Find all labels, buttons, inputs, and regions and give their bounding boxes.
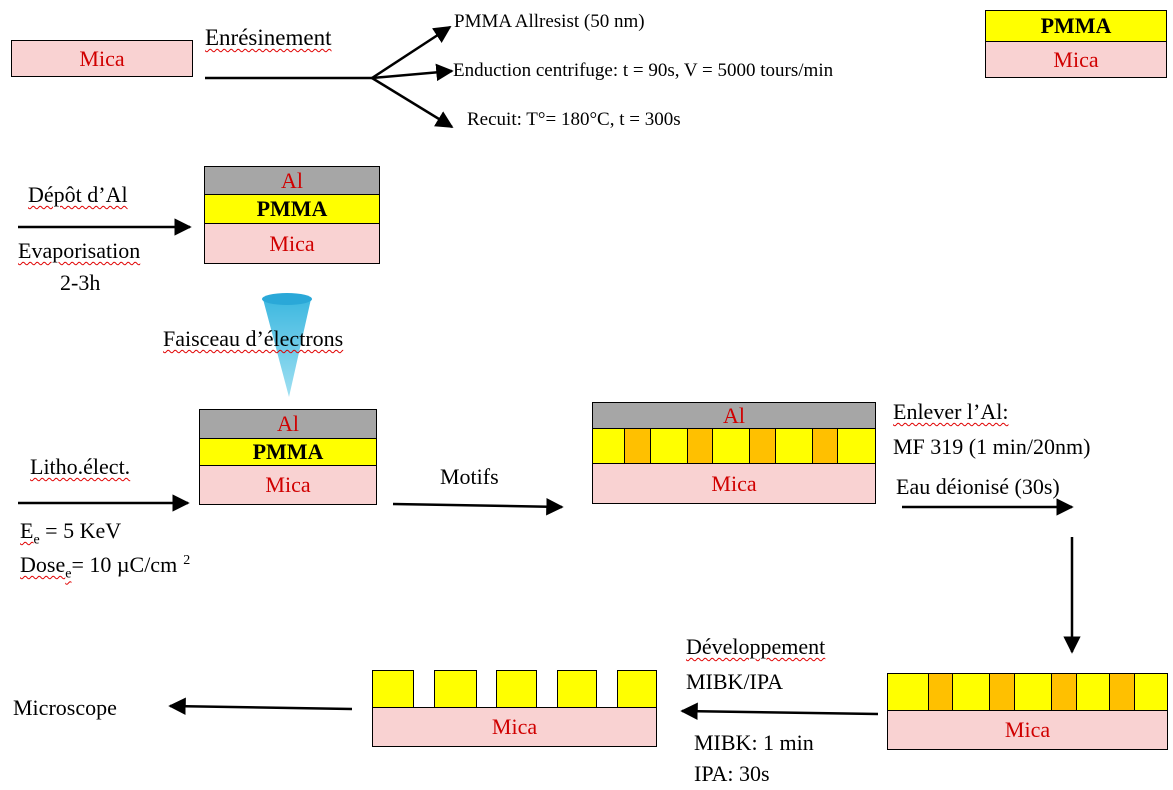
mica-layer: Mica [985,41,1167,78]
mica-label: Mica [265,472,311,497]
recuit-text: Recuit: T°= 180°C, t = 300s [467,109,681,130]
pmma-segment [775,428,813,464]
pmma-segment [952,673,990,711]
al-label: Al [281,167,303,193]
exposed-segment [749,428,776,464]
exposed-segment [687,428,713,464]
al-label: Al [723,402,745,428]
mica-label: Mica [491,714,538,739]
mica-layer: Mica [372,707,657,747]
developpement-label: Développement [686,634,826,659]
pmma-pillar [434,670,477,708]
pmma-label: PMMA [1040,13,1112,38]
developpement-arrow [680,702,879,720]
exposed-segment [1109,673,1135,711]
microscope-arrow [168,697,353,716]
eau-label: Eau déionisé (30s) [896,476,1060,498]
duration-label: 2-3h [60,270,101,295]
al-layer: Al [592,402,876,429]
pmma-segment [1076,673,1110,711]
exposed-segment [1051,673,1077,711]
mica-layer: Mica [592,463,876,504]
pmma-allresist-text: PMMA Allresist (50 nm) [454,11,645,32]
pmma-layer: PMMA [199,438,377,466]
dose-value: = 10 µC/cm [71,552,178,577]
mf319-label: MF 319 (1 min/20nm) [893,434,1091,459]
microscope-label: Microscope [13,695,117,720]
beam-source-icon [262,293,312,305]
mica-substrate: Mica [11,40,193,77]
pmma-segment [650,428,688,464]
mica-label: Mica [269,230,315,256]
pmma-segment [1014,673,1052,711]
exposed-segment [928,673,953,711]
pmma-segment [1134,673,1168,711]
mica-layer: Mica [204,223,380,264]
enduction-text: Enduction centrifuge: t = 90s, V = 5000 … [453,60,834,81]
solvent-label: MIBK/IPA [686,669,783,694]
al-layer: Al [204,166,380,195]
depot-label: Dépôt d’Al [28,182,128,207]
pmma-segment [592,428,625,464]
pmma-segment [712,428,750,464]
mibk-time-label: MIBK: 1 min [694,730,814,755]
energy-value: = 5 KeV [39,518,122,543]
pmma-segment [887,673,929,711]
energy-subscript: e [33,532,40,548]
exposed-segment [624,428,651,464]
litho-label: Litho.élect. [30,454,131,479]
dose-text: Dosee= 10 µC/cm 2 [20,552,191,581]
dose-subscript: e [65,566,72,582]
al-layer: Al [199,409,377,439]
mica-label: Mica [711,470,757,496]
exposed-segment [989,673,1015,711]
pmma-pillar [372,670,414,708]
beam-label: Faisceau d’électrons [163,326,344,351]
pmma-pillar [617,670,657,708]
electron-beam-icon [263,299,311,397]
enresinement-label: Enrésinement [205,25,332,50]
energy-symbol: E [20,518,34,543]
dose-symbol: Dose [20,552,66,577]
eau-text: Eau déionisé (30s) [896,474,1060,499]
pmma-label: PMMA [256,196,328,221]
ipa-time-label: IPA: 30s [694,761,770,786]
pmma-segment [837,428,876,464]
exposed-segment [812,428,838,464]
pmma-layer: PMMA [985,10,1167,42]
al-label: Al [277,411,299,436]
dose-exponent: 2 [183,552,191,568]
motifs-label: Motifs [440,464,499,489]
mica-label: Mica [1053,46,1099,72]
mica-label: Mica [1004,717,1051,742]
mica-label: Mica [79,45,125,71]
pmma-label: PMMA [252,439,324,464]
mica-layer: Mica [887,710,1168,750]
energy-text: Ee = 5 KeV [20,518,122,547]
pmma-pillar [557,670,597,708]
pmma-layer: PMMA [204,194,380,224]
mica-layer: Mica [199,465,377,505]
pmma-pillar [496,670,537,708]
arrow-to-recuit [371,76,454,129]
evaporisation-label: Evaporisation [18,238,141,263]
arrow-to-enduction [371,63,454,82]
enlever-label: Enlever l’Al: [893,399,1009,424]
motifs-arrow [392,497,564,516]
arrow-to-pmma [371,25,452,80]
